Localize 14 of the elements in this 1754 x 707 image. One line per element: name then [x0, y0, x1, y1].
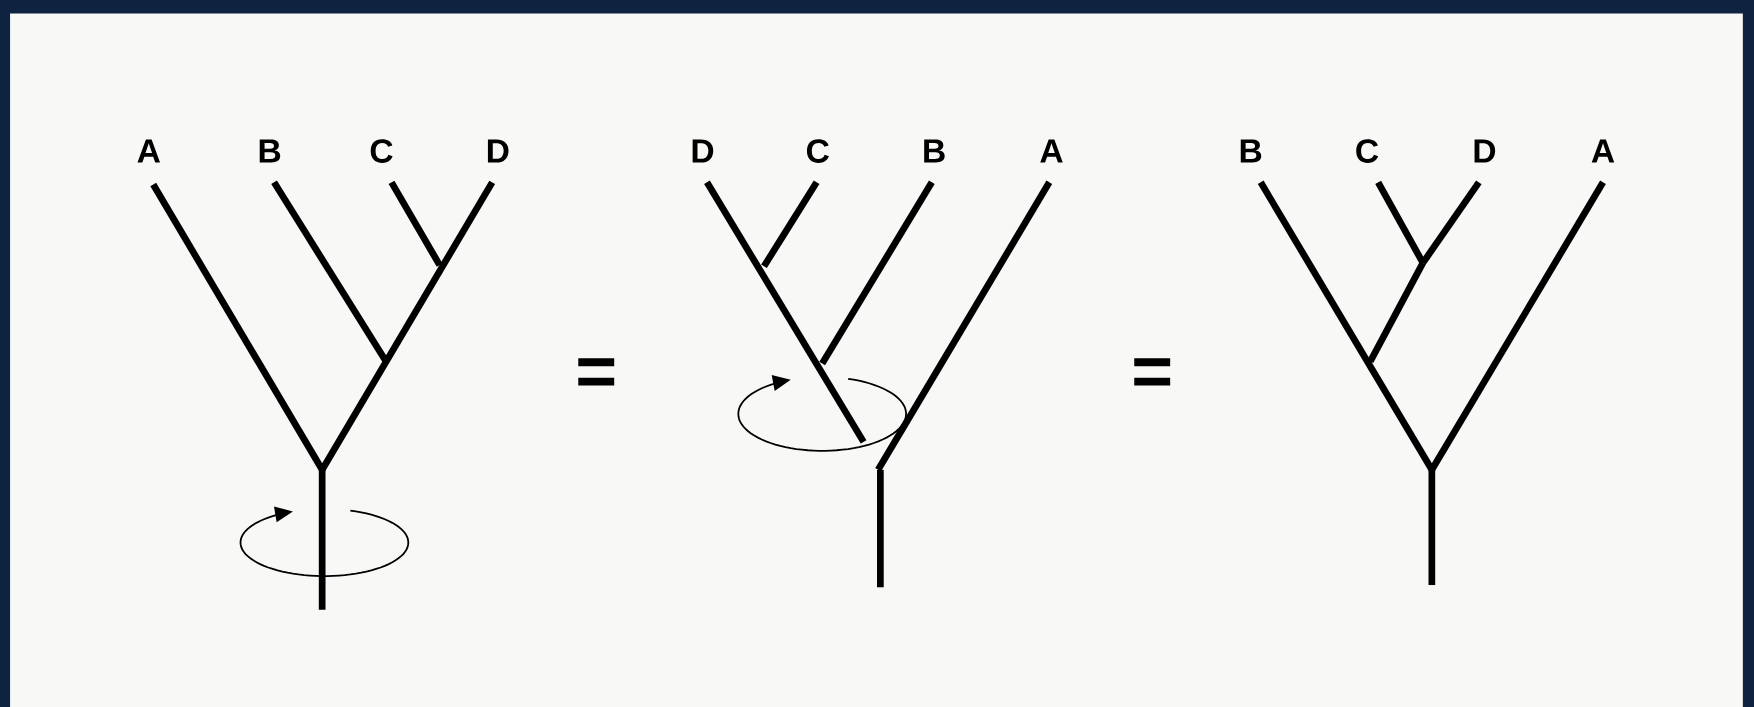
leaf-label: B: [924, 139, 945, 163]
leaf-label: D: [487, 139, 509, 163]
equals-sign: =: [1134, 358, 1171, 386]
leaf-label: D: [692, 139, 714, 163]
leaf-label: B: [259, 139, 281, 163]
leaf-label: D: [1474, 139, 1496, 163]
leaf-label: B: [1240, 139, 1262, 163]
leaf-label: C: [807, 139, 829, 163]
leaf-label: C: [1356, 139, 1379, 163]
leaf-label: A: [1040, 139, 1063, 163]
equals-sign: =: [578, 358, 615, 386]
leaf-label: C: [370, 139, 393, 163]
leaf-label: A: [1591, 139, 1615, 163]
leaf-label: A: [137, 139, 160, 163]
